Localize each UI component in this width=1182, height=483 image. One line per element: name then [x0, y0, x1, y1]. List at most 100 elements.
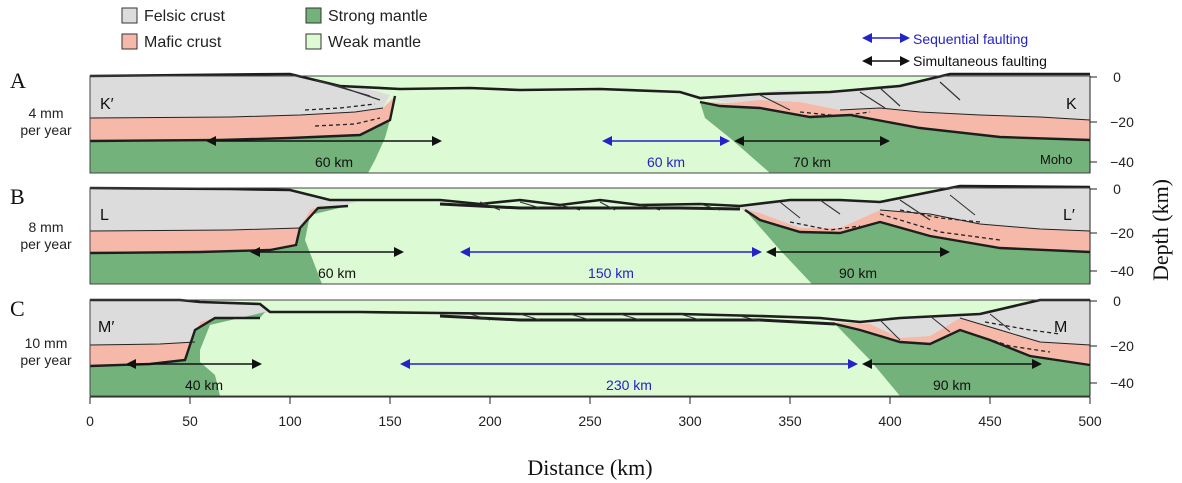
legend-label-mafic: Mafic crust — [144, 34, 222, 51]
legend-swatch-felsic — [121, 7, 138, 24]
legend-swatch-mafic — [121, 33, 138, 50]
depth-axis-b: 0 −20 −40 — [1089, 181, 1134, 284]
x-axis-tick-label: 200 — [478, 413, 502, 429]
left-strong-mantle — [90, 120, 390, 173]
extension-distance-label: 90 km — [933, 377, 971, 393]
simultaneous-faulting-arrow — [862, 359, 1042, 369]
right-mafic-crust — [700, 100, 1090, 140]
measure-group: 40 km 230 km 90 km — [126, 359, 1042, 393]
right-felsic-crust — [730, 186, 1090, 231]
simultaneous-faulting-arrow — [206, 136, 442, 146]
legend-label-felsic: Felsic crust — [144, 8, 225, 25]
x-axis-tick-label: 250 — [578, 413, 602, 429]
panel-rate-line2: per year — [20, 236, 72, 252]
extension-distance-label: 60 km — [318, 265, 356, 281]
extension-distance-label: 90 km — [839, 265, 877, 281]
fault-traces — [469, 313, 1011, 341]
depth-axis-a: 0 −20 −40 — [1089, 69, 1134, 173]
panel-rate-line1: 4 mm — [29, 105, 64, 121]
fault-traces — [314, 79, 961, 111]
right-strong-mantle — [745, 210, 1090, 284]
extension-distance-label: 150 km — [588, 265, 634, 281]
right-strong-mantle — [700, 102, 1090, 173]
legend-simultaneous-arrow-icon — [862, 56, 910, 66]
simultaneous-faulting-arrow — [734, 136, 890, 146]
depth-tick-label: 0 — [1113, 181, 1121, 197]
left-mafic-crust — [90, 205, 322, 253]
section-left-label: L — [100, 207, 109, 224]
section-left-label: M′ — [98, 319, 114, 336]
measure-group: 60 km 150 km 90 km — [250, 247, 950, 281]
depth-tick-label: −20 — [1110, 338, 1134, 354]
depth-tick-label: −40 — [1110, 375, 1134, 391]
depth-axis-c: 0 −20 −40 — [1089, 293, 1134, 396]
simultaneous-faulting-arrow — [126, 359, 262, 369]
felsic-mafic-boundary-right — [879, 209, 1091, 232]
extension-distance-label: 230 km — [606, 377, 652, 393]
extension-distance-label: 40 km — [185, 377, 223, 393]
section-left-label: K′ — [100, 96, 114, 113]
extension-distance-label: 60 km — [647, 154, 685, 170]
felsic-mafic-boundary-right — [959, 317, 1091, 346]
legend-label-weak: Weak mantle — [328, 34, 421, 51]
rift-basin-base — [439, 202, 741, 211]
x-axis-tick-label: 500 — [1078, 413, 1102, 429]
right-mafic-crust — [740, 208, 1090, 252]
crust-mantle-boundary-right — [744, 209, 1091, 254]
surface-line — [89, 72, 1090, 100]
dashed-marker — [959, 321, 1061, 353]
legend-swatch-weak — [305, 33, 322, 50]
legend-label-sequential: Sequential faulting — [913, 31, 1028, 47]
crust-mantle-boundary — [89, 204, 349, 255]
panel-letter: A — [10, 68, 26, 93]
moho-label: Moho — [1040, 152, 1073, 167]
legend-swatch-strong — [305, 7, 322, 24]
depth-tick-label: −20 — [1110, 114, 1134, 130]
dashed-marker — [304, 103, 871, 127]
depth-tick-label: 0 — [1113, 69, 1121, 85]
left-felsic-crust — [90, 188, 360, 231]
panel-letter: C — [10, 296, 25, 321]
simultaneous-faulting-arrow — [250, 247, 404, 257]
sequential-faulting-arrow — [400, 359, 858, 369]
crust-mantle-boundary — [89, 95, 397, 143]
x-axis-tick-label: 150 — [378, 413, 402, 429]
section-right-label: M — [1054, 319, 1067, 336]
cross-section-a — [89, 72, 1091, 174]
section-right-label: K — [1066, 96, 1077, 113]
x-axis-tick-label: 300 — [678, 413, 702, 429]
left-strong-mantle — [90, 312, 265, 396]
legend-label-strong: Strong mantle — [328, 8, 428, 25]
felsic-mafic-boundary — [89, 341, 196, 346]
extension-distance-label: 60 km — [315, 154, 353, 170]
depth-tick-label: 0 — [1113, 293, 1121, 309]
depth-tick-label: −20 — [1110, 225, 1134, 241]
panel-letter: B — [10, 184, 25, 209]
left-strong-mantle — [90, 206, 348, 284]
x-axis-tick-label: 350 — [778, 413, 802, 429]
felsic-mafic-boundary — [89, 227, 301, 232]
surface-line — [89, 184, 1091, 208]
panel-rate-line2: per year — [20, 122, 72, 138]
section-right-label: L′ — [1063, 207, 1075, 224]
simultaneous-faulting-arrow — [766, 247, 950, 257]
fault-traces — [479, 194, 976, 221]
depth-tick-label: −40 — [1110, 263, 1134, 279]
x-axis-tick-label: 100 — [278, 413, 302, 429]
x-axis-tick-label: 50 — [182, 413, 198, 429]
left-felsic-crust — [90, 74, 390, 118]
extension-distance-label: 70 km — [793, 154, 831, 170]
left-felsic-crust — [90, 300, 270, 345]
surface-line — [90, 298, 1090, 324]
felsic-mafic-boundary — [89, 107, 384, 119]
left-mafic-crust — [90, 96, 395, 141]
panel-rate-line1: 8 mm — [29, 219, 64, 235]
legend-label-simultaneous: Simultaneous faulting — [913, 53, 1047, 69]
felsic-mafic-boundary-right — [839, 107, 1091, 121]
panel-b: B 8 mm per year L L′ 60 km 150 km 90 km — [10, 181, 1134, 285]
y-axis-title: Depth (km) — [1148, 179, 1173, 281]
x-axis-title: Distance (km) — [527, 455, 652, 480]
legend: Felsic crust Mafic crust Strong mantle W… — [121, 7, 1047, 69]
